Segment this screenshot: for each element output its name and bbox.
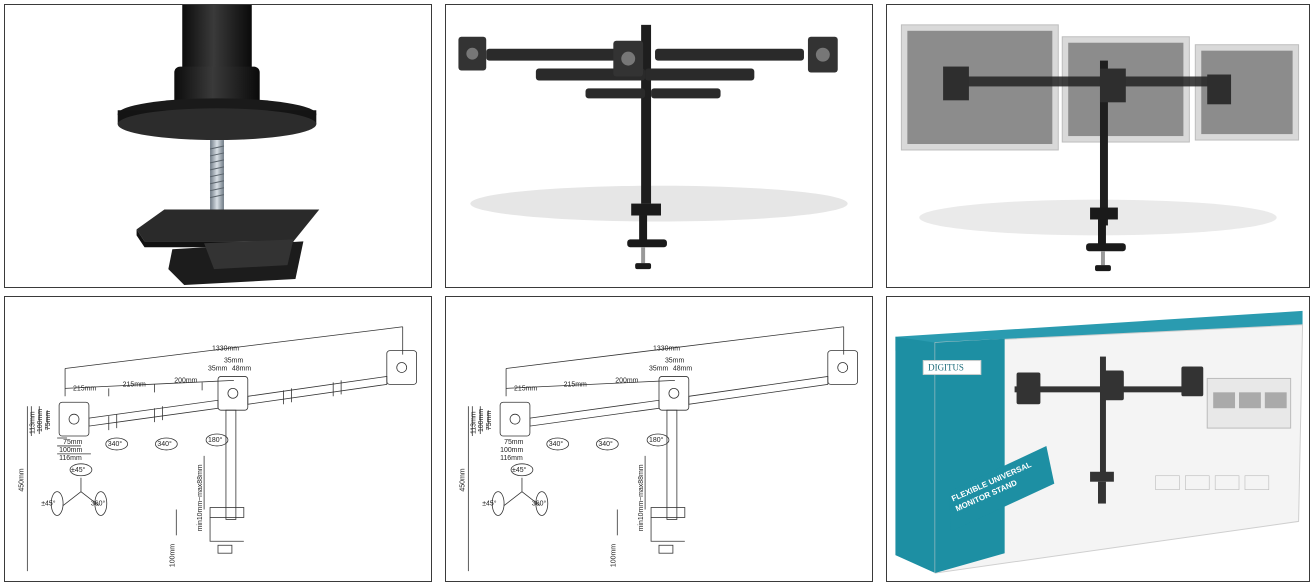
dim-offset1: 35mm: [649, 365, 668, 372]
dim-arm1: 215mm: [73, 385, 96, 392]
dim-vesa-w1: 75mm: [504, 439, 523, 446]
dim-offset1: 35mm: [208, 365, 227, 372]
dim-offset3: 48mm: [232, 365, 251, 372]
dim-vesa-h1: 113mm: [29, 411, 36, 434]
dim-arm2: 215mm: [123, 381, 146, 388]
dim-vesa-w2: 100mm: [500, 447, 523, 454]
clamp-closeup-image: [117, 5, 320, 286]
dim-arm1: 215mm: [514, 385, 537, 392]
dim-arm3: 200mm: [615, 377, 638, 384]
dim-arm3: 200mm: [174, 377, 197, 384]
dim-clamp-depth: 100mm: [610, 544, 617, 567]
dim-vesa-w1: 75mm: [63, 439, 82, 446]
dimension-drawing-plain: 1330mm 215mm 215mm 200mm 35mm 35mm 48mm …: [459, 326, 858, 572]
rotation-340-right: 340°: [598, 440, 613, 448]
tilt-side: ±45°: [482, 500, 497, 508]
dim-height: 450mm: [459, 468, 466, 491]
dim-vesa-h2: 100mm: [37, 409, 44, 432]
dim-clamp-range: min10mm~max88mm: [197, 464, 204, 531]
rotation-360: 360°: [91, 500, 106, 508]
stand-with-monitors-image: [900, 24, 1300, 272]
rotation-360: 360°: [532, 500, 547, 508]
stand-with-monitors-panel: [886, 4, 1310, 288]
tilt-up-down: ±45°: [71, 466, 86, 474]
dim-total-width: 1330mm: [212, 346, 239, 353]
dim-vesa-h2: 100mm: [478, 409, 485, 432]
dim-clamp-range: min10mm~max88mm: [638, 464, 645, 531]
dim-vesa-h3: 75mm: [486, 411, 493, 430]
dim-height: 450mm: [18, 468, 25, 491]
rotation-340-left: 340°: [549, 440, 564, 448]
dim-vesa-w3: 116mm: [59, 455, 82, 462]
dim-vesa-w2: 100mm: [59, 447, 82, 454]
dim-offset2: 35mm: [224, 358, 243, 365]
stand-product-image: [458, 24, 848, 270]
retail-box-image: DIGITUS FLEXIBLE UNIVERSAL MONITOR STAND: [895, 310, 1304, 574]
dimension-drawing-plain-panel: 1330mm 215mm 215mm 200mm 35mm 35mm 48mm …: [445, 296, 873, 582]
rotation-180: 180°: [208, 436, 223, 444]
dim-offset3: 48mm: [673, 365, 692, 372]
tilt-side: ±45°: [41, 500, 56, 508]
clamp-closeup-panel: [4, 4, 432, 288]
retail-box-panel: DIGITUS FLEXIBLE UNIVERSAL MONITOR STAND: [886, 296, 1310, 582]
dim-vesa-h1: 113mm: [470, 411, 477, 434]
dimension-drawing: 1330mm 215mm 215mm 200mm 35mm 35mm 48mm …: [18, 326, 417, 572]
rotation-340-left: 340°: [108, 440, 123, 448]
rotation-340-right: 340°: [157, 440, 172, 448]
tilt-up-down: ±45°: [512, 466, 527, 474]
brand-logo: DIGITUS: [928, 362, 964, 372]
dim-vesa-w3: 116mm: [500, 455, 523, 462]
dimension-drawing-panel: 1330mm 215mm 215mm 200mm 35mm 35mm 48mm …: [4, 296, 432, 582]
stand-product-panel: [445, 4, 873, 288]
rotation-180: 180°: [649, 436, 664, 444]
dim-arm2: 215mm: [564, 381, 587, 388]
dim-vesa-h3: 75mm: [45, 411, 52, 430]
dim-clamp-depth: 100mm: [169, 544, 176, 567]
dim-total-width: 1330mm: [653, 346, 680, 353]
dim-offset2: 35mm: [665, 358, 684, 365]
